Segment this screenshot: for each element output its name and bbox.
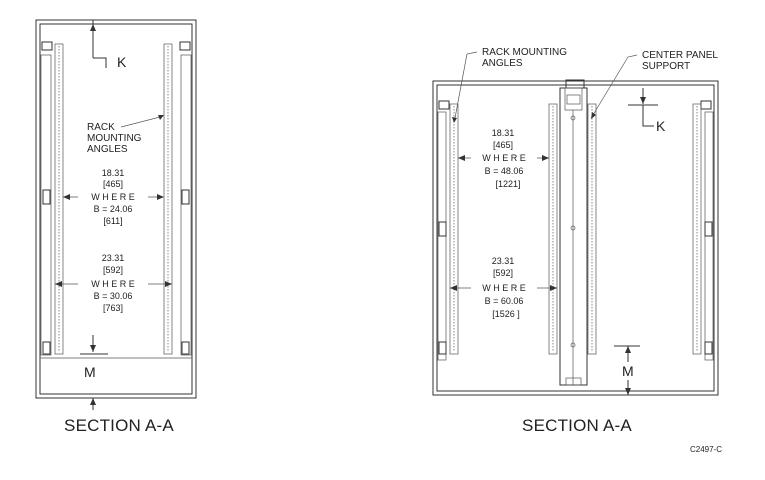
left-section-title: SECTION A-A <box>64 416 174 435</box>
left-rack-angle-left <box>54 43 64 355</box>
right-rack-angle-2 <box>548 103 558 355</box>
right-callout-rack-line1: RACK MOUNTING <box>482 47 567 58</box>
right-dim1-b-metric: [1221] <box>495 179 520 189</box>
right-dim2-b: B = 60.06 <box>485 296 524 306</box>
right-dim1-b: B = 48.06 <box>485 166 524 176</box>
right-section-view: RACK MOUNTING ANGLES CENTER PANEL SUPPOR… <box>432 47 719 435</box>
right-dim2-metric: [592] <box>493 268 513 278</box>
right-dim2-value: 23.31 <box>492 256 515 266</box>
left-callout-line3: ANGLES <box>87 144 128 155</box>
left-dim2-value: 23.31 <box>102 253 125 263</box>
right-callout-support-line2: SUPPORT <box>642 61 690 72</box>
left-section-view: K RACK MOUNTING ANGLES 18.31 [465] W H E… <box>35 19 197 435</box>
left-label-m: M <box>84 364 96 380</box>
right-dim1-metric: [465] <box>493 140 513 150</box>
left-side-rail-right <box>180 54 192 356</box>
drawing-code: C2497-C <box>690 445 722 454</box>
left-enclosure-inner <box>39 23 193 395</box>
right-enclosure-outer <box>432 80 719 396</box>
left-dim2-metric: [592] <box>103 265 123 275</box>
left-dim2-b: B = 30.06 <box>94 291 133 301</box>
right-dim1-value: 18.31 <box>492 128 515 138</box>
left-callout-line2: MOUNTING <box>87 133 142 144</box>
left-dim2-where: W H E R E <box>91 279 135 289</box>
left-callout-line1: RACK <box>87 122 115 133</box>
right-dim2-b-metric: [1526 ] <box>492 309 520 319</box>
left-dim1-where: W H E R E <box>91 192 135 202</box>
left-dim1-b-metric: [611] <box>103 216 122 226</box>
left-dim2-b-metric: [763] <box>103 303 123 313</box>
right-enclosure-inner <box>436 84 715 392</box>
left-label-k: K <box>117 54 127 70</box>
right-dim1-where: W H E R E <box>482 153 526 163</box>
left-side-rail-left <box>40 54 52 356</box>
right-label-k: K <box>656 118 666 134</box>
right-dim2-where: W H E R E <box>482 283 526 293</box>
left-rack-angle-right <box>163 43 173 355</box>
right-callout-support-line1: CENTER PANEL <box>642 50 718 61</box>
right-rack-angle-1 <box>449 103 459 355</box>
left-dim1-value: 18.31 <box>102 168 125 178</box>
right-rack-angle-3 <box>587 103 597 355</box>
right-rack-angle-4 <box>692 103 702 355</box>
left-dim1-metric: [465] <box>103 179 123 189</box>
right-label-m: M <box>622 363 634 379</box>
left-enclosure-outer <box>35 19 197 399</box>
right-section-title: SECTION A-A <box>522 416 632 435</box>
left-dim1-b: B = 24.06 <box>94 204 133 214</box>
right-callout-rack-line2: ANGLES <box>482 58 523 69</box>
center-panel-support <box>559 87 588 386</box>
